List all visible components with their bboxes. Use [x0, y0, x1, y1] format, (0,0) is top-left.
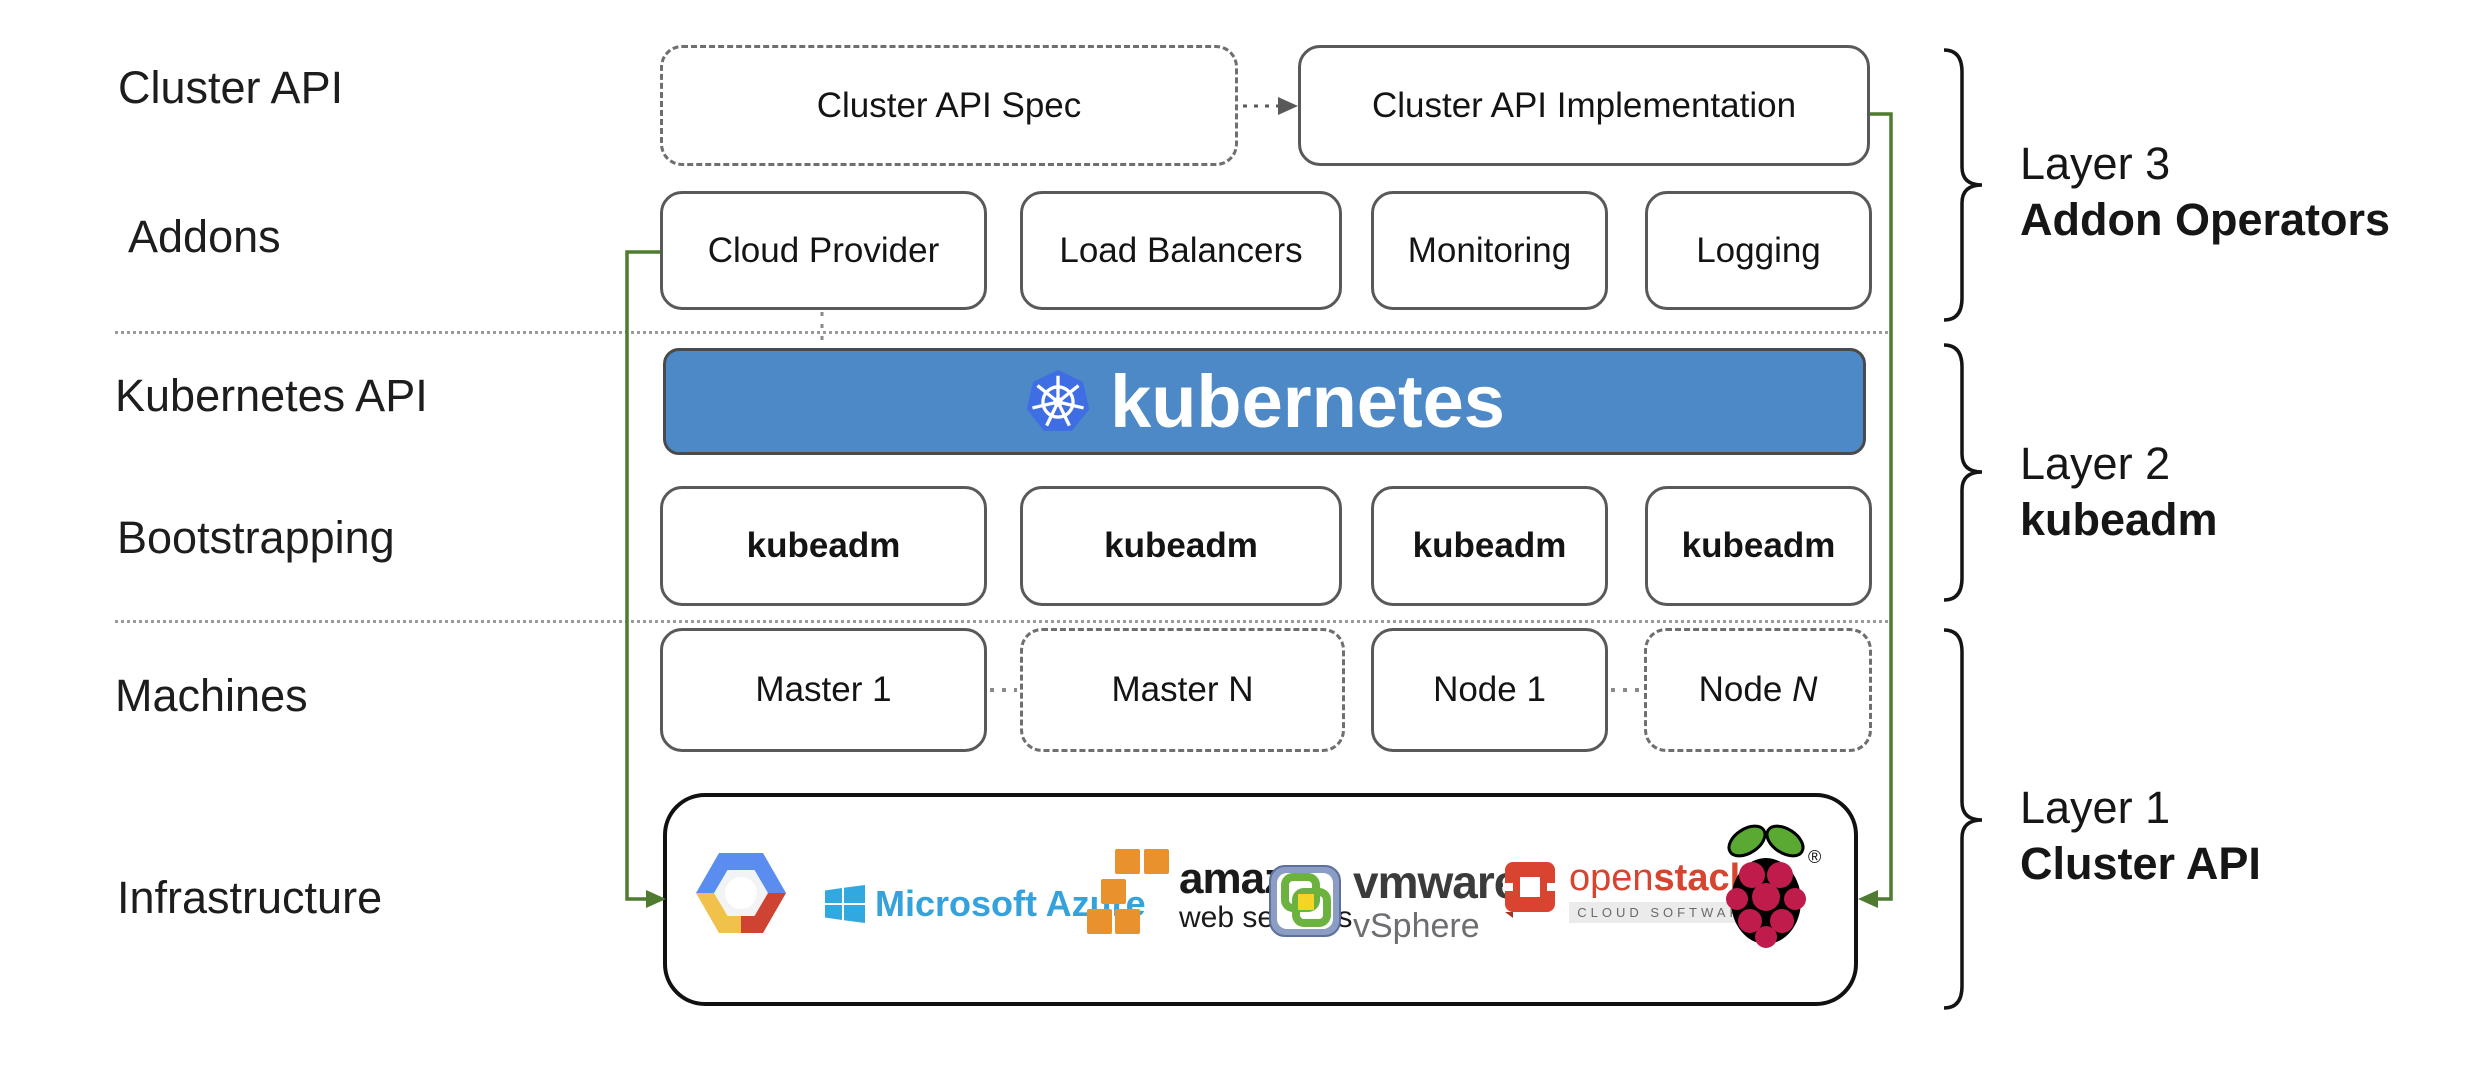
arrowhead-right-icon [1278, 97, 1298, 115]
node-master-n: Master N [1020, 628, 1345, 752]
node-master-1: Master 1 [660, 628, 987, 752]
google-cloud-hexagon-icon [696, 853, 786, 933]
node-label: Logging [1696, 230, 1821, 270]
node-label: kubeadm [1412, 526, 1567, 565]
green-arrowhead-left-icon [1858, 890, 1878, 908]
layer-3-label: Layer 3 Addon Operators [2020, 138, 2391, 245]
raspberry-pi-icon [1726, 824, 1806, 948]
node-kubeadm-2: kubeadm [1020, 486, 1342, 606]
node-label: Load Balancers [1059, 230, 1303, 270]
separator-line-bottom [115, 620, 1888, 623]
node-logging: Logging [1645, 191, 1872, 310]
layer-2-label: Layer 2 kubeadm [2020, 438, 2218, 545]
vmware-vsphere-logo: vmware® vSphere [1269, 856, 1529, 945]
kubernetes-wordmark: kubernetes [1110, 360, 1505, 443]
node-label: Node 1 [1433, 670, 1546, 709]
layer-1-label: Layer 1 Cluster API [2020, 782, 2261, 889]
node-label: kubeadm [1681, 526, 1836, 565]
node-label: Cluster API Spec [816, 85, 1082, 125]
node-cloud-provider: Cloud Provider [660, 191, 987, 310]
row-label-cluster-api: Cluster API [118, 62, 344, 113]
raspberry-pi-logo: ® [1716, 815, 1821, 955]
row-label-kubernetes-api: Kubernetes API [115, 370, 428, 421]
vmware-wordmark: vmware® [1353, 856, 1529, 908]
google-cloud-logo [694, 846, 788, 940]
node-label: kubeadm [746, 526, 901, 565]
node-monitoring: Monitoring [1371, 191, 1608, 310]
raspberry-registered-mark: ® [1808, 847, 1822, 867]
row-label-addons: Addons [128, 211, 281, 262]
node-cluster-api-implementation: Cluster API Implementation [1298, 45, 1870, 166]
infrastructure-box: Microsoft Azure amazon web services [663, 793, 1858, 1006]
node-cluster-api-spec: Cluster API Spec [660, 45, 1238, 166]
vsphere-subtext: vSphere [1353, 907, 1480, 945]
node-label: Master 1 [755, 670, 892, 709]
windows-flag-icon [825, 885, 865, 923]
node-kubeadm-3: kubeadm [1371, 486, 1608, 606]
openstack-icon [1503, 862, 1559, 918]
node-kubeadm-4: kubeadm [1645, 486, 1872, 606]
openstack-subtext: CLOUD SOFTWARE [1569, 902, 1764, 923]
separator-line-top [115, 331, 1888, 334]
node-node-1: Node 1 [1371, 628, 1608, 752]
node-label: Cluster API Implementation [1371, 85, 1797, 125]
node-label: kubeadm [1104, 526, 1258, 565]
node-load-balancers: Load Balancers [1020, 191, 1342, 310]
layer-2-brace [1943, 343, 1983, 602]
node-node-n: Node N [1644, 628, 1872, 752]
kubernetes-banner: kubernetes [663, 348, 1866, 455]
layer-3-brace [1943, 48, 1983, 322]
layer-1-brace [1943, 628, 1983, 1010]
row-label-infrastructure: Infrastructure [117, 872, 383, 923]
cloud-provider-to-infrastructure-green-line [625, 250, 660, 901]
node-label: Monitoring [1407, 230, 1572, 270]
node-label: Master N [1111, 670, 1254, 709]
row-label-machines: Machines [115, 670, 308, 721]
node-label: Cloud Provider [707, 230, 940, 270]
row-label-bootstrapping: Bootstrapping [117, 512, 395, 563]
implementation-to-infrastructure-green-line [1870, 112, 1893, 901]
node-kubeadm-1: kubeadm [660, 486, 987, 606]
kubernetes-wheel-icon [1026, 369, 1090, 431]
node-label: Node N [1698, 670, 1818, 709]
aws-cubes-icon [1087, 849, 1169, 934]
vsphere-icon [1269, 865, 1341, 937]
